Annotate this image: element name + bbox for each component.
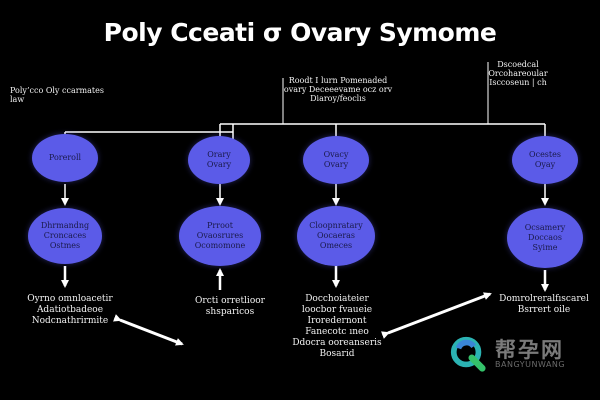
double-arrow-left: [112, 314, 184, 346]
mid-node-3-label: Cloopnratary Oocaeras Omeces: [309, 221, 363, 250]
note-right: Dscoedcal Orcohareoular Isccoseun | ch: [488, 60, 548, 87]
top-node-4-label: Ocestes Oyay: [529, 150, 561, 169]
mid-node-4: Ocsamery Doccaos Syime: [507, 208, 583, 268]
watermark-logo-icon: [450, 336, 486, 372]
caption-3: Docchoiateier loocbor fvaueie Irorederno…: [292, 294, 382, 359]
double-arrow-right: [380, 292, 492, 339]
watermark: 帮孕网 BANGYUNWANG: [443, 332, 593, 376]
note-center: Roodt I lurn Pomenaded ovary Deceeevame …: [283, 76, 393, 103]
mid-node-3: Cloopnratary Oocaeras Omeces: [297, 206, 375, 266]
top-node-3: Ovacy Ovary: [303, 136, 369, 184]
caption-1: Oyrno omnloacetir Adatiotbadeoe Nodcnath…: [27, 294, 113, 326]
top-node-2: Orary Ovary: [188, 136, 250, 184]
note-left: Poly’cco Oly ccarmates law: [10, 86, 104, 104]
diagram-title: Poly Cceati σ Ovary Symome: [103, 18, 497, 47]
mid-node-1-label: Dhrmandng Croncaces Ostmes: [40, 221, 90, 250]
watermark-cn-text: 帮孕网: [495, 338, 564, 362]
mid-node-2: Prroot Ovaosrures Ocomomone: [179, 206, 261, 266]
mid-node-4-label: Ocsamery Doccaos Syime: [524, 223, 566, 252]
top-node-1-label: Poreroll: [48, 153, 82, 162]
caption-4: Domrolreralfıscarel Bsrrert oile: [499, 294, 589, 315]
mid-node-1: Dhrmandng Croncaces Ostmes: [28, 208, 102, 264]
caption-2: Orcti orretlioor shsparicos: [195, 296, 265, 317]
watermark-en-text: BANGYUNWANG: [495, 360, 566, 369]
top-node-1: Poreroll: [32, 134, 98, 182]
top-node-2-label: Orary Ovary: [206, 150, 232, 169]
mid-node-2-label: Prroot Ovaosrures Ocomomone: [194, 221, 246, 250]
top-node-4: Ocestes Oyay: [512, 136, 578, 184]
top-node-3-label: Ovacy Ovary: [323, 150, 349, 169]
